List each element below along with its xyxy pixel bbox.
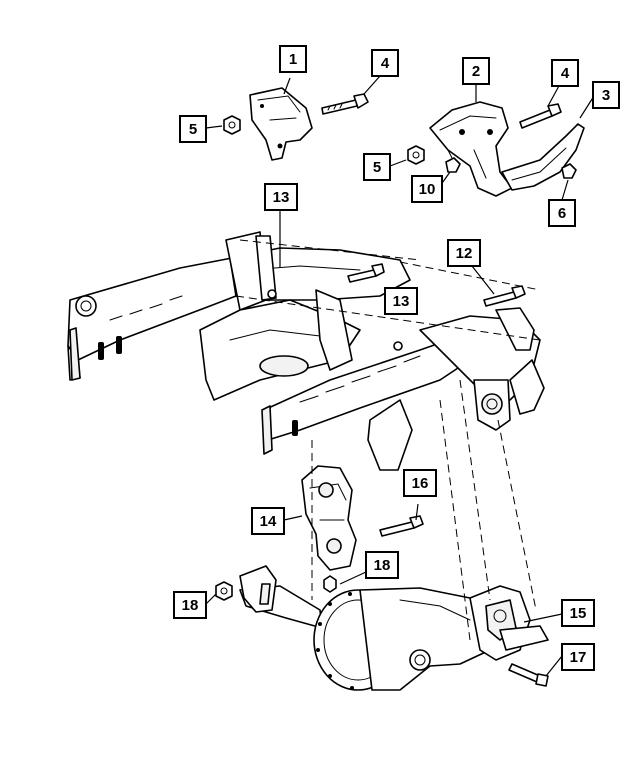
callout-18-upper[interactable]: 18 <box>365 551 399 579</box>
callout-5-left[interactable]: 5 <box>179 115 207 143</box>
callout-label: 16 <box>412 475 429 492</box>
callout-label: 17 <box>570 649 587 666</box>
callout-4-right[interactable]: 4 <box>551 59 579 87</box>
callout-label: 10 <box>419 181 436 198</box>
callout-label: 5 <box>189 121 197 138</box>
callout-label: 13 <box>393 293 410 310</box>
callout-17[interactable]: 17 <box>561 643 595 671</box>
part-5-nut-right[interactable] <box>407 145 425 165</box>
part-16-bolt[interactable] <box>379 515 424 537</box>
front-axle-differential <box>239 565 549 691</box>
assembly-guide-lines <box>311 379 537 641</box>
part-13-bolt-upper[interactable] <box>347 263 385 283</box>
frame-crossmember <box>67 231 545 471</box>
callout-label: 6 <box>558 205 566 222</box>
part-17-bolt[interactable] <box>508 663 549 687</box>
callout-label: 18 <box>374 557 391 574</box>
part-5-nut-left[interactable] <box>223 115 241 135</box>
callout-4-left[interactable]: 4 <box>371 49 399 77</box>
part-3-bracket-arm[interactable] <box>501 123 585 191</box>
part-10-bolt[interactable] <box>445 149 461 173</box>
callout-1[interactable]: 1 <box>279 45 307 73</box>
callout-16[interactable]: 16 <box>403 469 437 497</box>
part-18-nut-upper[interactable] <box>323 575 337 593</box>
callout-13-upper[interactable]: 13 <box>264 183 298 211</box>
part-14-diff-mount[interactable] <box>301 465 357 571</box>
callout-label: 4 <box>561 65 570 82</box>
callout-18-left[interactable]: 18 <box>173 591 207 619</box>
callout-label: 2 <box>472 63 480 80</box>
callout-10[interactable]: 10 <box>411 175 443 203</box>
callout-label: 12 <box>456 245 473 262</box>
callout-2[interactable]: 2 <box>462 57 490 85</box>
callout-5-right[interactable]: 5 <box>363 153 391 181</box>
callout-label: 18 <box>182 597 199 614</box>
callout-label: 3 <box>602 87 610 104</box>
callout-15[interactable]: 15 <box>561 599 595 627</box>
callout-label: 1 <box>289 51 297 68</box>
part-6-bolt[interactable] <box>561 163 577 179</box>
part-2-mount-bracket[interactable] <box>429 101 513 197</box>
callout-label: 4 <box>381 55 390 72</box>
part-18-nut[interactable] <box>215 581 233 601</box>
callout-label: 13 <box>273 189 290 206</box>
leader-lines <box>205 75 595 677</box>
part-4-bolt-right[interactable] <box>519 103 562 129</box>
callout-3[interactable]: 3 <box>592 81 620 109</box>
callout-14[interactable]: 14 <box>251 507 285 535</box>
callout-12[interactable]: 12 <box>447 239 481 267</box>
callout-label: 14 <box>260 513 277 530</box>
part-12-bolt[interactable] <box>483 285 526 307</box>
callout-6[interactable]: 6 <box>548 199 576 227</box>
callout-13-lower[interactable]: 13 <box>384 287 418 315</box>
part-1-mount-bracket[interactable] <box>249 87 313 161</box>
callout-label: 15 <box>570 605 587 622</box>
callout-label: 5 <box>373 159 381 176</box>
part-4-bolt-left[interactable] <box>321 93 369 115</box>
